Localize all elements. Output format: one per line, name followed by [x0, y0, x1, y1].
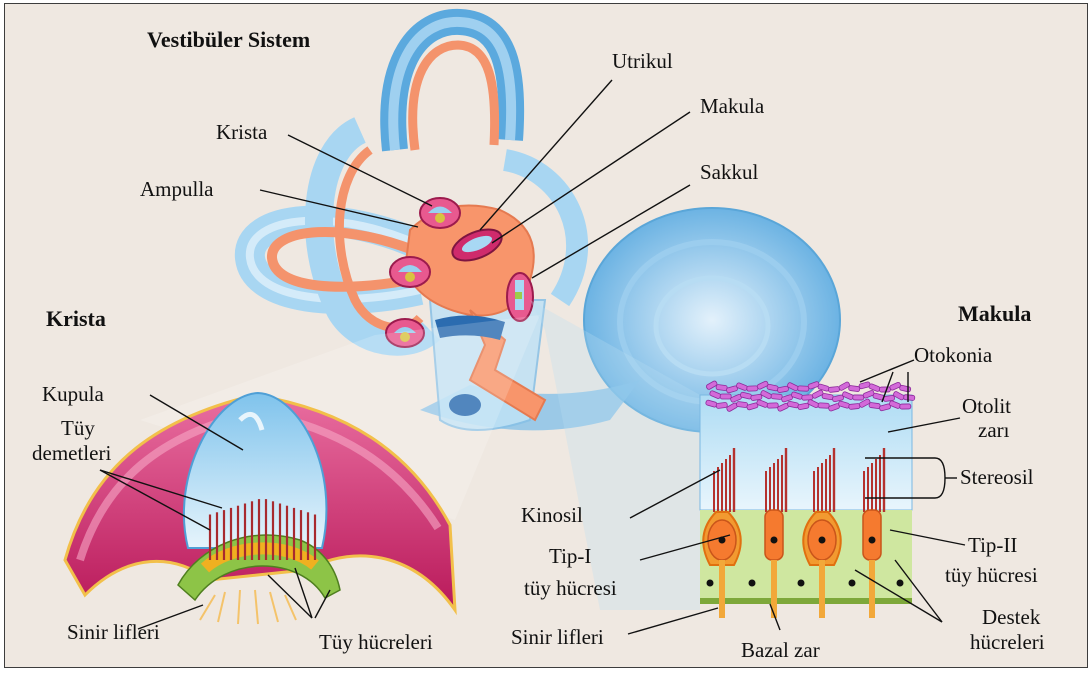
otoconium — [848, 385, 860, 391]
nerve-fiber — [719, 560, 725, 618]
label-sinir-lifleri-krista: Sinir lifleri — [67, 622, 160, 643]
label-tip2-line2: tüy hücresi — [945, 565, 1038, 586]
label-krista-pointer: Krista — [216, 122, 267, 143]
otoconium — [716, 402, 728, 408]
otoconium — [802, 395, 813, 401]
label-tip2-line1: Tip-II — [968, 535, 1017, 556]
label-otokonia: Otokonia — [914, 345, 992, 366]
label-kinosil: Kinosil — [521, 505, 583, 526]
label-destek-line2: hücreleri — [970, 632, 1045, 653]
otoconium — [716, 384, 728, 390]
label-stereosil: Stereosil — [960, 467, 1034, 488]
otoconium — [849, 403, 860, 409]
type2-hair-cell — [863, 510, 881, 560]
otoconium — [828, 386, 839, 392]
label-tuy-demetleri-line1: Tüy — [61, 418, 95, 439]
saccule — [507, 273, 533, 321]
otoconium — [720, 394, 731, 399]
otoconium — [859, 382, 871, 390]
label-kupula: Kupula — [42, 384, 104, 405]
otoconium — [736, 401, 748, 407]
otoconium — [869, 402, 881, 408]
makula-heading: Makula — [958, 303, 1031, 325]
label-sinir-lifleri-makula: Sinir lifleri — [511, 627, 604, 648]
nerve-fiber — [869, 560, 875, 618]
krista-heading: Krista — [46, 308, 106, 330]
otoconium — [771, 394, 782, 400]
supporting-cell-nucleus — [897, 580, 904, 587]
label-destek-line1: Destek — [982, 607, 1040, 628]
nucleus — [869, 537, 876, 544]
label-otolit-line2: zarı — [978, 420, 1009, 441]
label-tip1-line2: tüy hücresi — [524, 578, 617, 599]
otoconium — [883, 395, 895, 401]
label-tuy-hucreleri: Tüy hücreleri — [319, 632, 433, 653]
otoconium — [853, 395, 864, 400]
label-bazal-zar: Bazal zar — [741, 640, 820, 661]
label-makula-pointer: Makula — [700, 96, 764, 117]
label-tip1-line1: Tip-I — [549, 546, 591, 567]
supporting-cell-nucleus — [798, 580, 805, 587]
otoconium — [767, 403, 778, 408]
supporting-cell-nucleus — [707, 580, 714, 587]
otoconium — [904, 394, 915, 400]
otoconium — [900, 404, 911, 409]
otoconium — [818, 403, 829, 409]
otoconium — [899, 385, 911, 392]
otoconium — [798, 386, 809, 392]
label-tuy-demetleri-line2: demetleri — [32, 443, 111, 464]
otoconium — [747, 386, 758, 391]
otoconium — [879, 387, 890, 392]
supporting-cell-nucleus — [849, 580, 856, 587]
label-sakkul: Sakkul — [700, 162, 758, 183]
supporting-cell-nucleus — [749, 580, 756, 587]
label-utrikul: Utrikul — [612, 51, 673, 72]
label-ampulla: Ampulla — [140, 179, 214, 200]
label-otolit-line1: Otolit — [962, 396, 1011, 417]
nerve-fiber — [819, 560, 825, 618]
type2-hair-cell — [765, 510, 783, 560]
vestibular-system-title: Vestibüler Sistem — [147, 29, 310, 51]
nucleus — [819, 537, 826, 544]
nucleus — [771, 537, 778, 544]
